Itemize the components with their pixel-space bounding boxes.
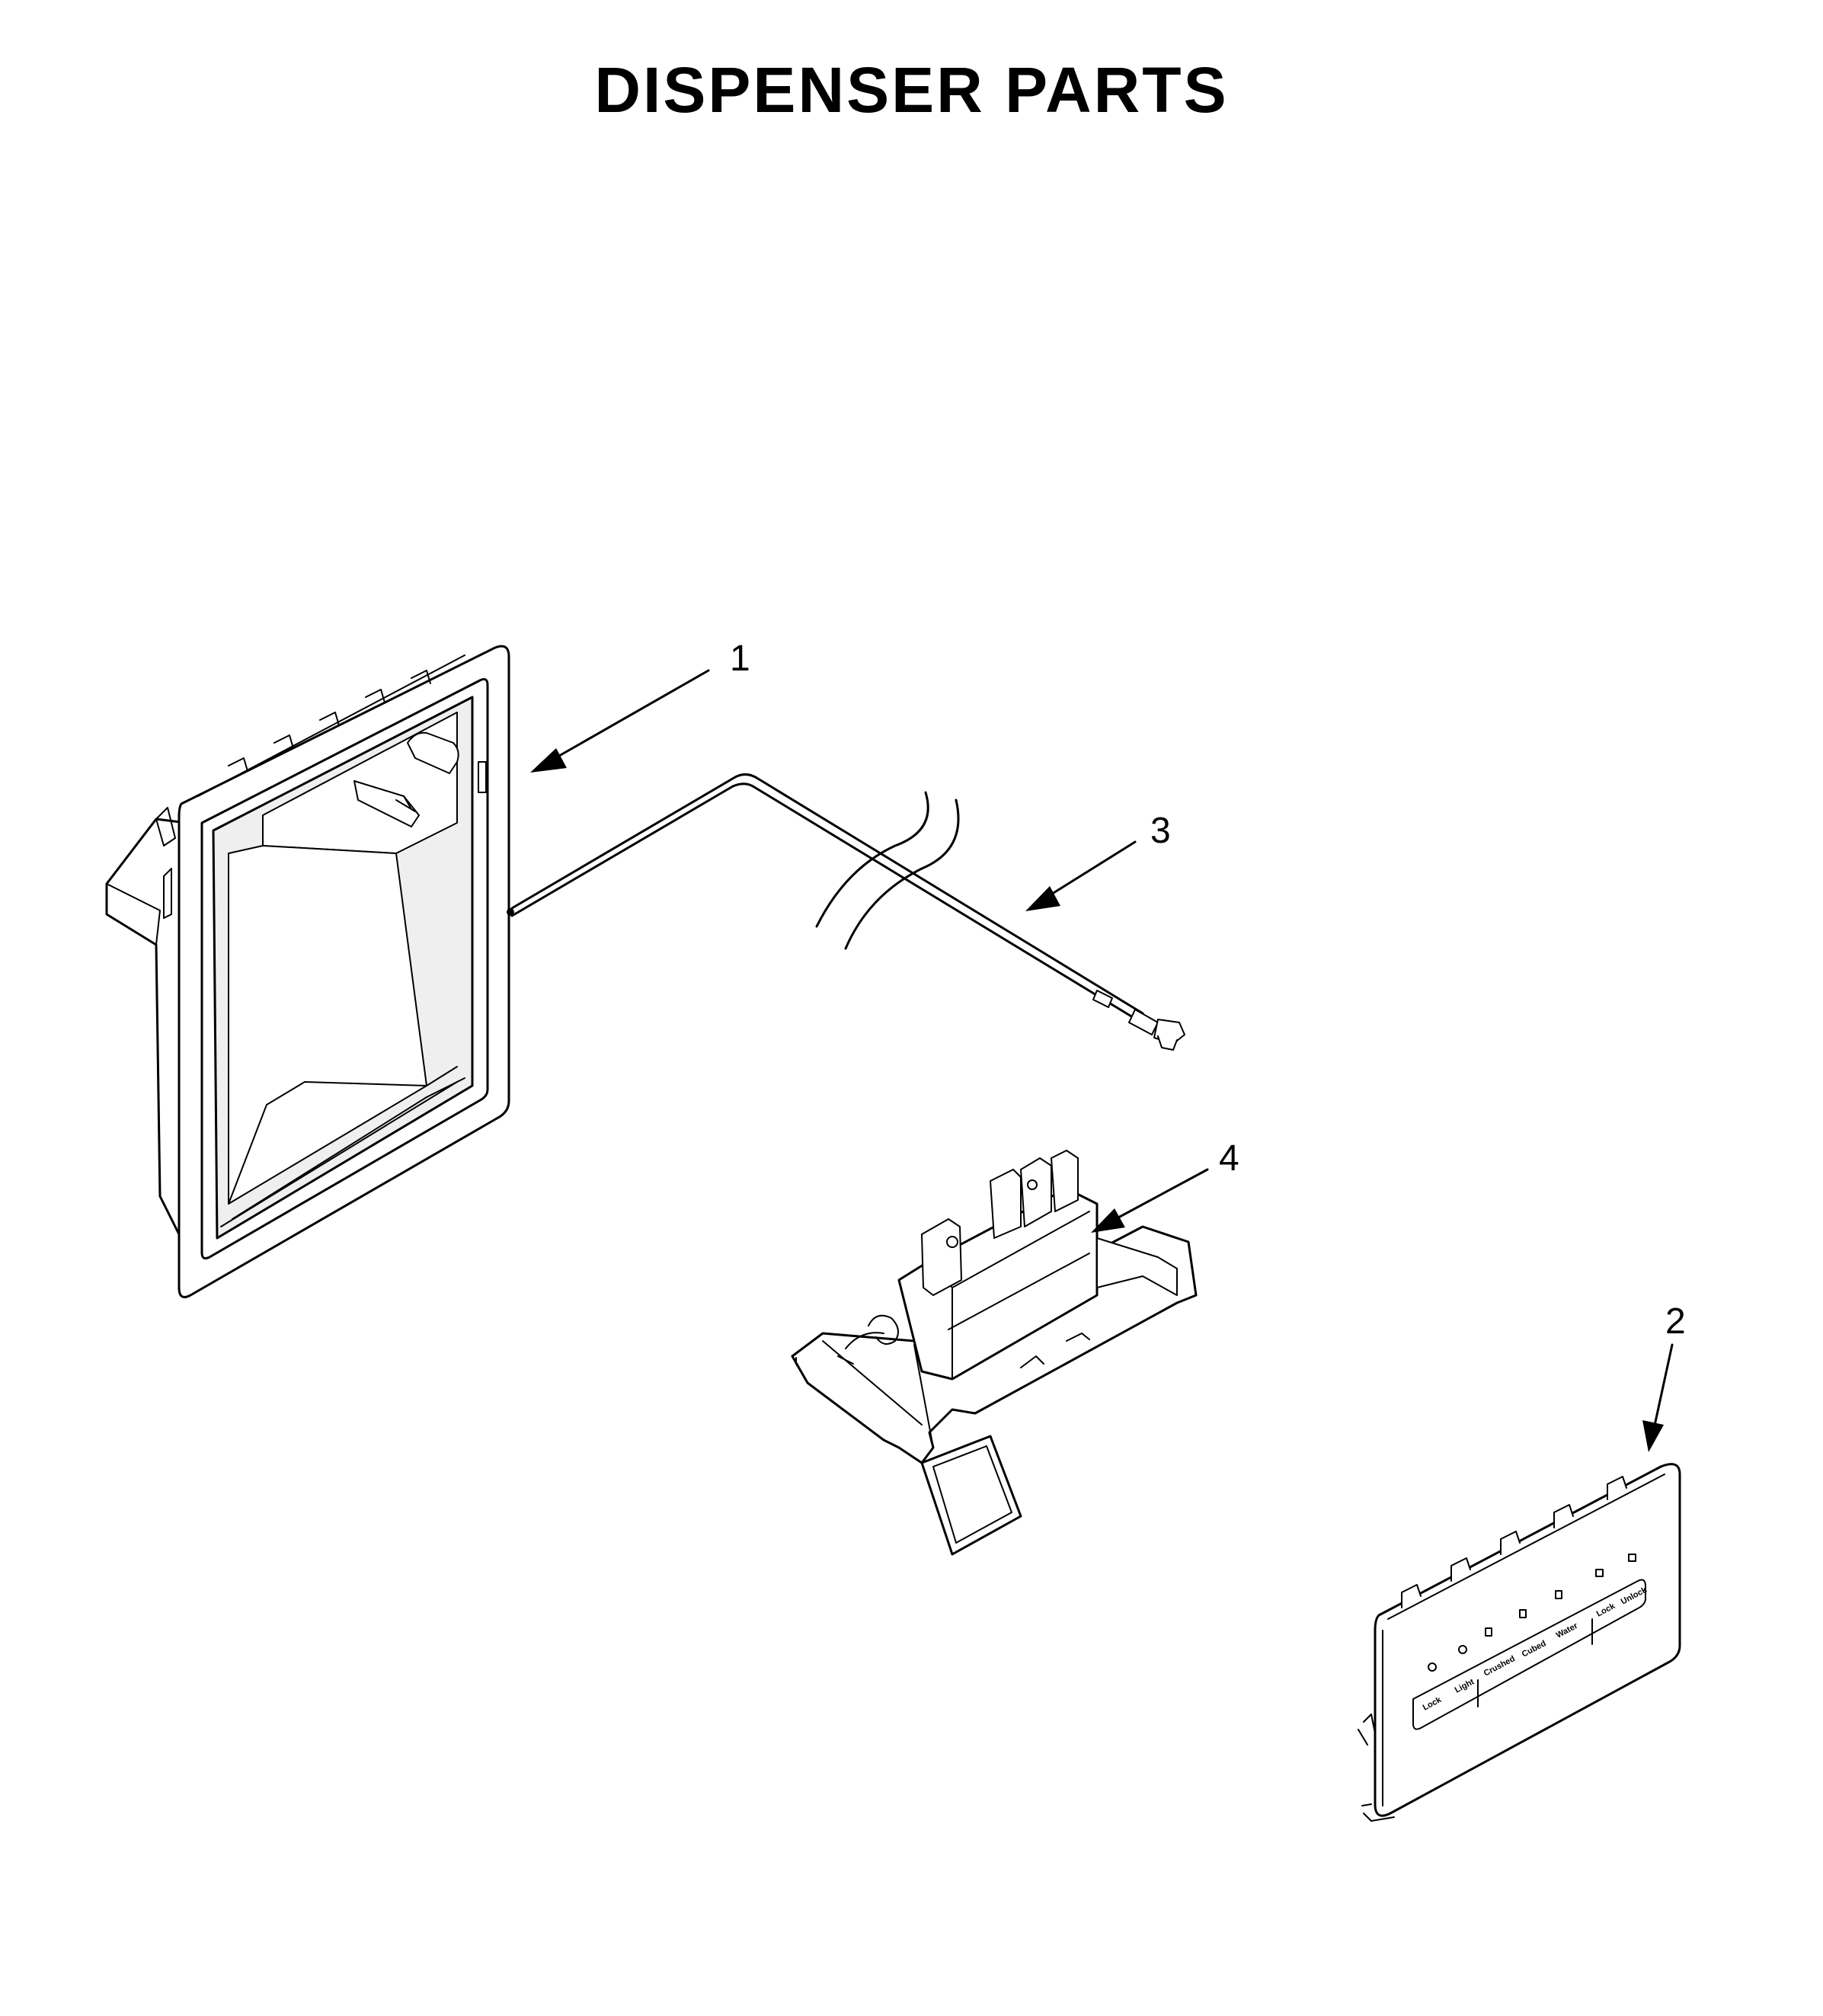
part-2-control-panel: Lock Light Crushed Cubed Water Lock Unlo… bbox=[1358, 1463, 1681, 1822]
callout-arrows bbox=[530, 669, 1674, 1452]
part-1-dispenser-housing bbox=[105, 645, 514, 1298]
callout-2: 2 bbox=[1665, 1301, 1686, 1342]
page-title: DISPENSER PARTS bbox=[594, 54, 1229, 126]
callout-3: 3 bbox=[1150, 811, 1171, 851]
part-4-dispenser-lever-module bbox=[791, 1150, 1198, 1556]
callout-4: 4 bbox=[1219, 1138, 1239, 1179]
callout-1: 1 bbox=[730, 638, 750, 679]
part-3-water-tube bbox=[510, 773, 1185, 1051]
